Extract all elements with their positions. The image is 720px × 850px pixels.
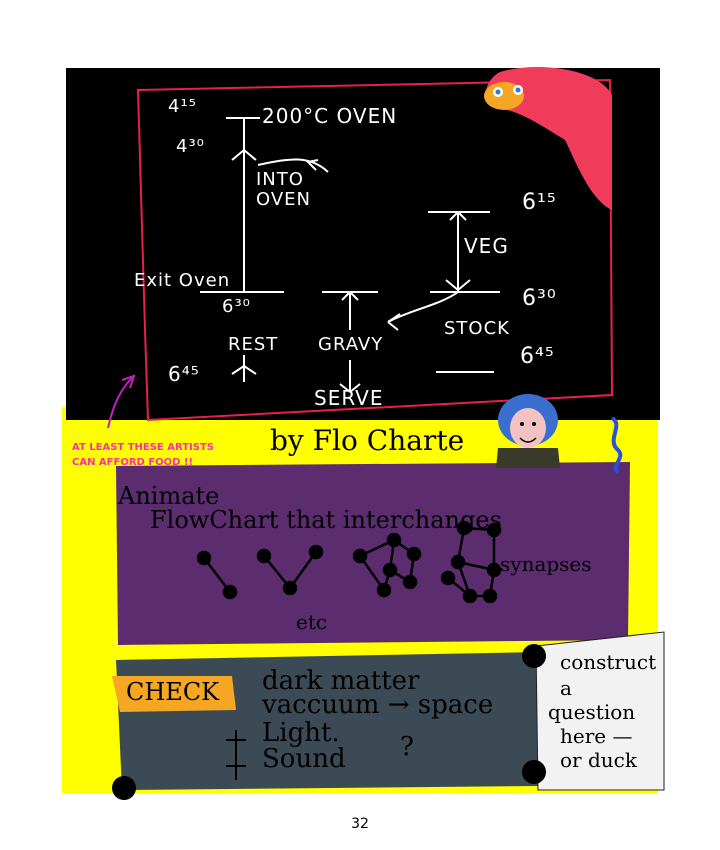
check-label: CHECK: [126, 678, 220, 706]
flowchart-interchanges-text: FlowChart that interchanges: [150, 506, 502, 534]
byline: by Flo Charte: [270, 424, 465, 457]
time-430: 4³⁰: [176, 136, 205, 157]
veg-label: VEG: [464, 234, 509, 258]
question-mark: ?: [400, 732, 414, 762]
stock-label: STOCK: [444, 318, 510, 339]
check-item-dark-matter: dark matter: [262, 666, 420, 696]
question-box-line2: a: [560, 676, 572, 700]
time-415: 4¹⁵: [168, 96, 197, 117]
serve-label: SERVE: [314, 386, 384, 410]
page-number: 32: [351, 816, 369, 832]
veg-time: 6¹⁵: [522, 190, 557, 215]
animate-title: Animate: [118, 482, 220, 510]
check-item-light: Light.: [262, 718, 340, 748]
question-box-line5: or duck: [560, 748, 637, 772]
time-645-left: 6⁴⁵: [168, 362, 200, 386]
time-630-left: 6³⁰: [222, 296, 251, 317]
time-630-right: 6³⁰: [522, 286, 557, 311]
etc-label: etc: [296, 610, 328, 634]
pink-note: AT LEAST THESE ARTISTS CAN AFFORD FOOD !…: [72, 442, 215, 468]
synapses-label: synapses: [500, 552, 592, 576]
time-645-right: 6⁴⁵: [520, 344, 555, 369]
check-item-sound: Sound: [262, 744, 346, 774]
rest-label: REST: [228, 334, 279, 355]
check-item-vacuum-space: vaccuum → space: [262, 690, 494, 720]
gravy-label: GRAVY: [318, 334, 384, 355]
exit-oven-label: Exit Oven: [134, 270, 231, 291]
question-box-line3: question: [548, 700, 636, 724]
oven-step-label: 200°C OVEN: [262, 104, 398, 128]
into-oven-label: INTO OVEN: [256, 169, 312, 210]
question-box-line1: construct: [560, 650, 657, 674]
question-box-line4: here —: [560, 724, 633, 748]
